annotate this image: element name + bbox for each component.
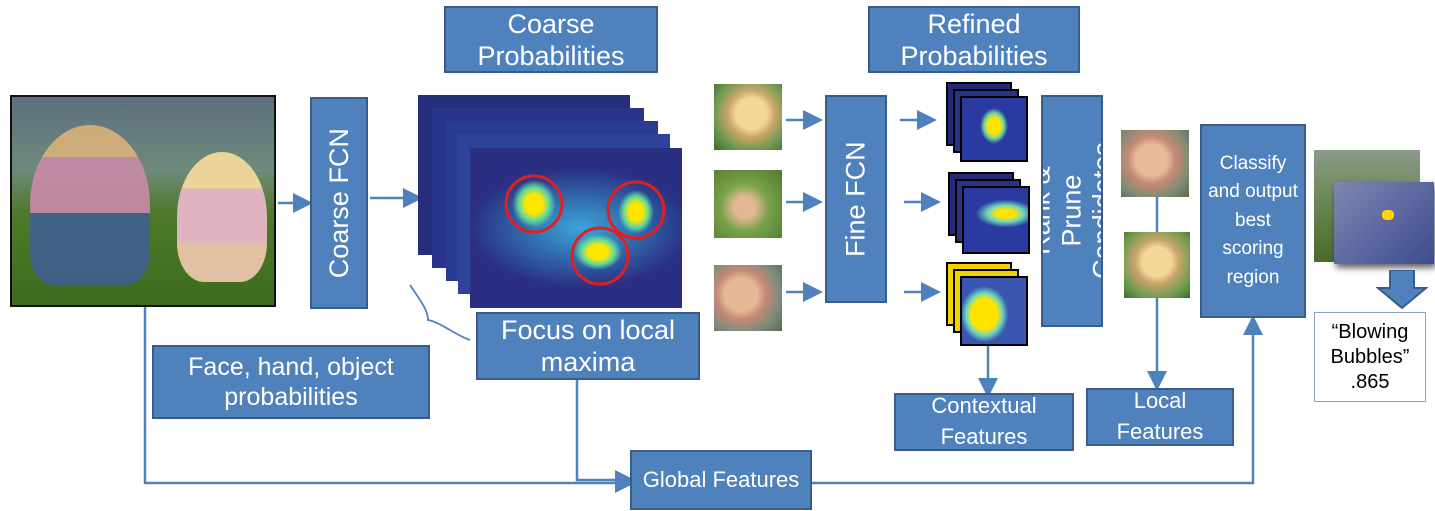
classify-label: Classify and output best scoring region bbox=[1208, 152, 1298, 288]
classify-box: Classify and output best scoring region bbox=[1200, 124, 1306, 318]
maxima-circle-2 bbox=[606, 180, 666, 240]
result-score: .865 bbox=[1350, 370, 1390, 393]
coarse-fcn-box: Coarse FCN bbox=[310, 97, 368, 309]
result-label: “Blowing Bubbles” bbox=[1330, 320, 1410, 368]
face-hand-object-label: Face, hand, object probabilities bbox=[188, 353, 394, 411]
coarse-heatmap-main bbox=[470, 148, 682, 308]
result-highlight-overlay bbox=[1334, 182, 1434, 264]
local-crop-2 bbox=[1124, 232, 1190, 298]
fine-fcn-label: Fine FCN bbox=[840, 141, 871, 257]
global-features-label: Global Features bbox=[642, 466, 800, 492]
coarse-probabilities-box: Coarse Probabilities bbox=[444, 6, 658, 73]
input-image bbox=[10, 95, 276, 307]
refined-map-1c bbox=[960, 96, 1028, 162]
crop-face-1 bbox=[714, 84, 782, 150]
coarse-probabilities-label: Coarse Probabilities bbox=[477, 9, 625, 72]
face-hand-object-box: Face, hand, object probabilities bbox=[152, 345, 430, 419]
global-features-box: Global Features bbox=[630, 450, 812, 510]
crop-hand-2 bbox=[714, 170, 782, 238]
crop-face-3 bbox=[714, 265, 782, 331]
line-global-left bbox=[143, 305, 635, 493]
local-crop-1 bbox=[1121, 130, 1189, 197]
refined-probabilities-box: Refined Probabilities bbox=[868, 6, 1080, 73]
brace bbox=[409, 284, 471, 341]
local-features-box: Local Features bbox=[1086, 388, 1234, 446]
girl-left-shape bbox=[30, 125, 150, 285]
contextual-features-label: Contextual Features bbox=[931, 393, 1037, 449]
girl-right-shape bbox=[177, 152, 267, 282]
contextual-features-box: Contextual Features bbox=[894, 393, 1074, 451]
block-arrow-down-icon bbox=[1376, 270, 1428, 310]
rank-prune-label: Rank & Prune Candidates bbox=[1041, 142, 1103, 280]
result-box: “Blowing Bubbles” .865 bbox=[1314, 312, 1426, 402]
line-focus-global bbox=[575, 380, 635, 490]
focus-local-maxima-box: Focus on local maxima bbox=[476, 312, 700, 380]
refined-map-2c bbox=[962, 186, 1030, 254]
refined-map-3c bbox=[960, 276, 1028, 346]
maxima-circle-3 bbox=[570, 226, 630, 286]
local-features-label: Local Features bbox=[1116, 388, 1204, 444]
refined-probabilities-label: Refined Probabilities bbox=[900, 9, 1048, 72]
focus-local-maxima-label: Focus on local maxima bbox=[500, 314, 676, 377]
line-global-classify bbox=[812, 315, 1263, 485]
coarse-fcn-label: Coarse FCN bbox=[323, 127, 354, 279]
maxima-circle-1 bbox=[504, 174, 564, 234]
rank-prune-box: Rank & Prune Candidates bbox=[1041, 95, 1103, 327]
result-bubble-spot bbox=[1382, 210, 1394, 220]
local-maxima-circles bbox=[504, 174, 666, 286]
fine-fcn-box: Fine FCN bbox=[825, 95, 887, 303]
